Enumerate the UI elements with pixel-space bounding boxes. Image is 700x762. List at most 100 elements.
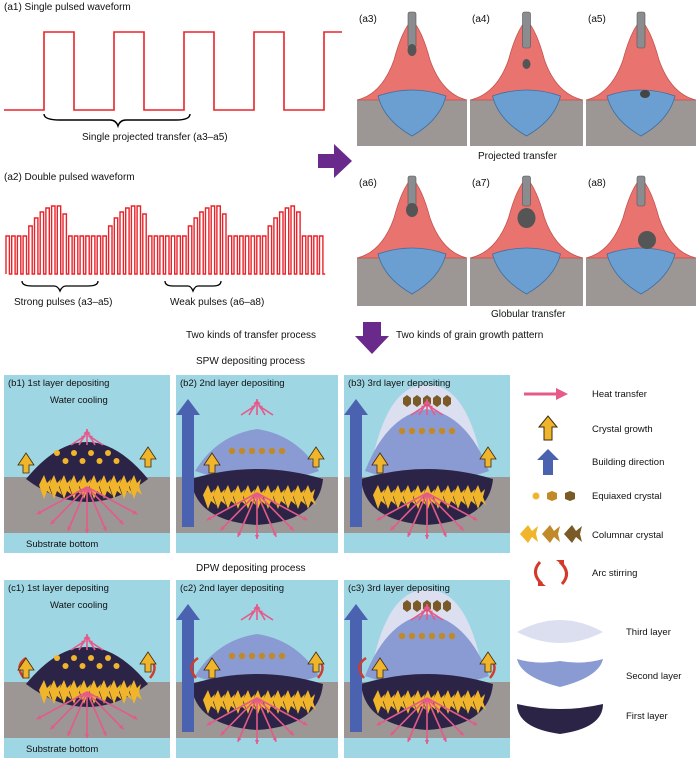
heat-arrow	[376, 697, 428, 726]
crystal-growth-arrow	[17, 657, 35, 679]
heat-arrow-head	[459, 730, 464, 736]
heat-arrow-head	[132, 715, 138, 720]
waveform-trace	[5, 205, 326, 275]
heat-arrow-head	[206, 721, 212, 726]
heat-arrow-head	[67, 526, 72, 531]
heat-arrow-head	[442, 532, 447, 537]
heat-arrow-head	[206, 516, 212, 521]
heat-arrow-head	[424, 535, 430, 539]
heat-arrow	[67, 486, 88, 532]
two-kinds-transfer: Two kinds of transfer process	[186, 330, 317, 341]
heat-arrow-head	[426, 400, 431, 406]
heat-arrow-head	[272, 737, 277, 742]
building-direction-arrow	[344, 399, 368, 527]
heat-arrow	[49, 486, 88, 525]
heat-arrow	[86, 691, 138, 720]
heat-arrow	[426, 492, 478, 521]
heat-arrow-head	[254, 740, 260, 744]
crystal-growth-arrow	[479, 446, 497, 468]
deposit-illustration	[176, 399, 325, 539]
heat-arrow-head	[390, 525, 395, 531]
deposit-caption: (b3) 3rd layer depositing	[348, 378, 451, 389]
crystal-growth-arrow	[139, 446, 157, 468]
deposit-panel: (c3) 3rd layer depositing	[344, 580, 510, 758]
heat-arrow-head	[84, 529, 90, 533]
heat-arrow	[219, 697, 258, 736]
substrate-bottom-label: Substrate bottom	[26, 539, 99, 550]
heat-arrow-head	[390, 730, 395, 736]
heat-arrow-head	[258, 610, 263, 615]
heat-arrow	[86, 691, 125, 730]
heat-arrow	[256, 697, 295, 736]
heat-arrow-head	[442, 737, 447, 742]
dpw-title: DPW depositing process	[196, 563, 306, 574]
legend-heat: Heat transfer	[592, 389, 647, 400]
legend-equiaxed: Equiaxed crystal	[592, 491, 662, 502]
legend-arc-icon	[534, 560, 568, 586]
heat-arrow-head	[407, 532, 412, 537]
legend-third-layer-icon	[517, 620, 603, 643]
deposit-panel: (b2) 2nd layer depositing	[176, 375, 338, 553]
heat-arrow	[426, 697, 447, 743]
crystal-growth-arrow	[371, 452, 389, 474]
legend-growth-arrow	[537, 415, 559, 441]
transfer-illustration	[356, 175, 468, 306]
heat-arrow	[36, 691, 88, 720]
heat-arrow-head	[428, 610, 433, 615]
arc-stirring-icon	[190, 656, 199, 679]
heat-arrow	[86, 486, 138, 515]
heat-arrow-head	[36, 510, 42, 515]
double-pulse-waveform	[5, 205, 326, 275]
transfer-panel: (a6)	[356, 175, 468, 306]
deposit-panel: (b3) 3rd layer depositing	[344, 375, 510, 553]
heat-arrow	[206, 697, 258, 726]
crystal-growth-arrow	[139, 651, 157, 673]
heat-arrow-head	[376, 721, 382, 726]
globular-transfer-label: Globular transfer	[491, 309, 566, 320]
heat-arrow-head	[459, 525, 464, 531]
heat-arrow-head	[67, 731, 72, 736]
water-cooling-label: Water cooling	[50, 600, 108, 611]
two-kinds-grain: Two kinds of grain growth pattern	[396, 330, 544, 341]
transfer-panel-label: (a8)	[588, 178, 606, 189]
heat-arrow-head	[50, 724, 55, 730]
water-cooling-label: Water cooling	[50, 395, 108, 406]
transfer-panel: (a4)	[469, 11, 584, 146]
crystal-growth-arrow	[203, 452, 221, 474]
heat-arrow-head	[302, 721, 308, 726]
crystal-growth-arrow	[307, 446, 325, 468]
heat-arrow-head	[424, 740, 430, 744]
a2-strong-label: Strong pulses (a3–a5)	[14, 297, 113, 308]
transfer-illustration	[585, 175, 697, 306]
crystal-growth-arrow	[479, 651, 497, 673]
heat-arrow	[67, 691, 88, 737]
heat-arrow-head	[302, 516, 308, 521]
legend-first: First layer	[626, 711, 668, 722]
deposit-caption: (b1) 1st layer depositing	[8, 378, 110, 389]
heat-arrow-head	[376, 516, 382, 521]
heat-arrow-head	[237, 532, 242, 537]
heat-arrow-head	[119, 724, 124, 730]
heat-arrow-head	[289, 525, 294, 531]
heat-arrow-head	[220, 525, 225, 531]
arc-stirring-icon	[18, 656, 27, 679]
heat-arrow-head	[258, 405, 263, 410]
transfer-illustration	[469, 175, 584, 306]
legend-columnar: Columnar crystal	[592, 530, 664, 541]
deposit-illustration	[344, 589, 497, 744]
spw-title: SPW depositing process	[196, 356, 305, 367]
heat-arrow-head	[132, 510, 138, 515]
building-direction-arrow	[344, 604, 368, 732]
a1-brace	[43, 113, 191, 129]
heat-arrow	[86, 486, 125, 525]
legend-second: Second layer	[626, 671, 682, 682]
deposit-panel: (c2) 2nd layer depositing	[176, 580, 338, 758]
heat-arrow	[426, 492, 465, 531]
transfer-panel: (a8)	[585, 175, 697, 306]
legend-equiaxed-icon	[532, 491, 575, 501]
legend-building: Building direction	[592, 457, 665, 468]
heat-arrow	[86, 486, 107, 532]
heat-arrow	[376, 492, 428, 521]
projected-transfer-label: Projected transfer	[478, 151, 557, 162]
